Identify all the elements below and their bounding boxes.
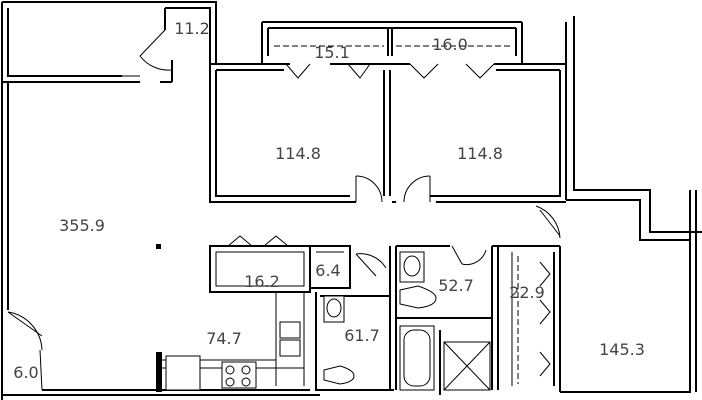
area-pantry: 16.2 bbox=[244, 272, 280, 291]
area-closet-bottom-left: 6.0 bbox=[13, 363, 38, 382]
service-core bbox=[209, 245, 561, 395]
area-kitchen: 74.7 bbox=[206, 329, 242, 348]
area-closet-top-left: 11.2 bbox=[174, 19, 210, 38]
area-living-room: 355.9 bbox=[59, 216, 105, 235]
area-bath-2: 61.7 bbox=[344, 326, 380, 345]
area-bedroom-1: 114.8 bbox=[275, 144, 321, 163]
area-bedroom-3: 145.3 bbox=[599, 340, 645, 359]
area-closet-right: 22.9 bbox=[509, 283, 545, 302]
area-bedroom-2: 114.8 bbox=[457, 144, 503, 163]
area-bath-1: 52.7 bbox=[438, 276, 474, 295]
doors bbox=[7, 29, 561, 391]
kitchen-fixtures bbox=[156, 244, 305, 392]
area-labels: 11.2 15.1 16.0 114.8 114.8 355.9 16.2 6.… bbox=[13, 19, 645, 382]
area-linen-closet: 6.4 bbox=[315, 261, 340, 280]
area-closet-top-2: 16.0 bbox=[432, 35, 468, 54]
area-closet-top-1: 15.1 bbox=[314, 43, 350, 62]
bath-fixtures bbox=[323, 251, 491, 391]
